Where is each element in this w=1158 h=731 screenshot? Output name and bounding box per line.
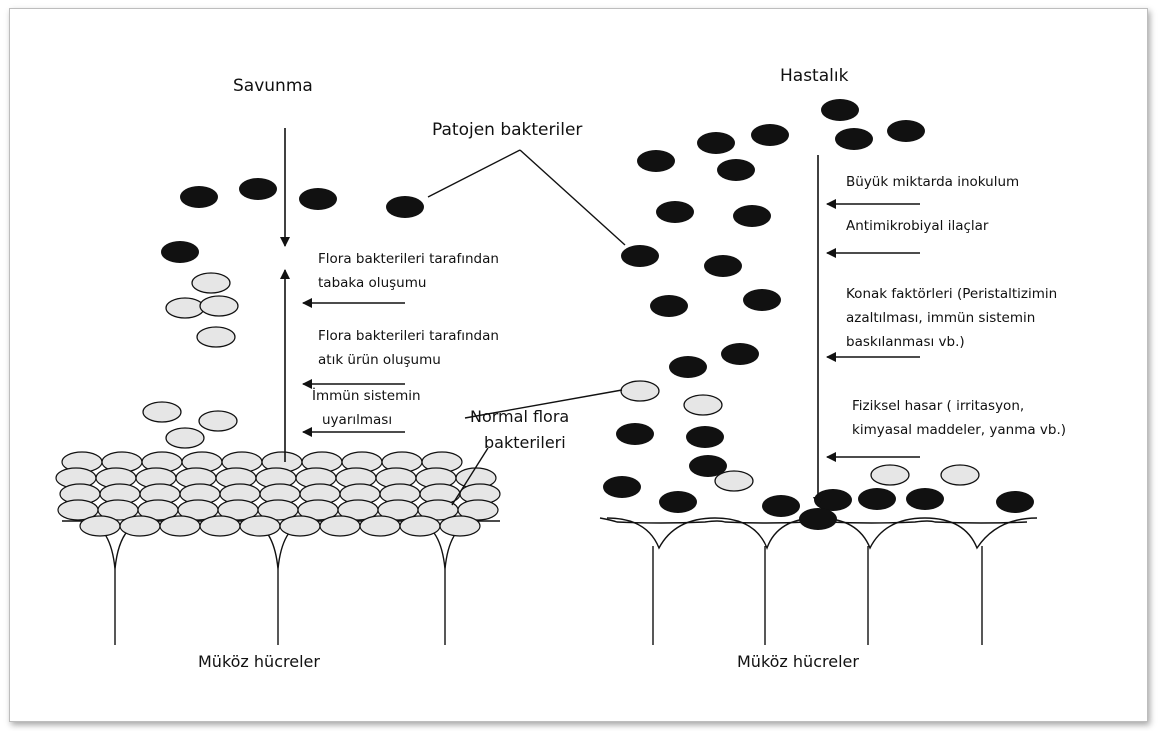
pathogen-bacterium	[659, 491, 697, 513]
normal-flora-bacterium	[871, 465, 909, 485]
normal-flora-bacterium	[199, 411, 237, 431]
pathogen-bacterium	[799, 508, 837, 530]
annotation-layer-line1: Flora bakterileri tarafından	[318, 247, 499, 271]
pathogen-bacterium	[656, 201, 694, 223]
pathogen-bacterium	[814, 489, 852, 511]
annotation-waste-line1: Flora bakterileri tarafından	[318, 324, 499, 348]
normal-flora-bacterium	[684, 395, 722, 415]
annotation-waste-product: Flora bakterileri tarafından atık ürün o…	[318, 324, 499, 372]
pathogen-bacterium	[835, 128, 873, 150]
pathogen-bacterium	[717, 159, 755, 181]
normal-flora-bacterium	[715, 471, 753, 491]
factor-inoculum: Büyük miktarda inokulum	[846, 170, 1019, 194]
pathogen-bacterium	[603, 476, 641, 498]
pathogen-bacterium	[721, 343, 759, 365]
pathogen-bacterium	[299, 188, 337, 210]
annotation-immune-stimulation: İmmün sistemin uyarılması	[312, 384, 421, 432]
normal-flora-bacterium	[143, 402, 181, 422]
annotation-layer-formation: Flora bakterileri tarafından tabaka oluş…	[318, 247, 499, 295]
flora-layer-bacterium	[440, 516, 480, 536]
normal-flora-label: Normal flora bakterileri	[470, 404, 569, 456]
pathogen-bacterium	[621, 245, 659, 267]
annotation-waste-line2: atık ürün oluşumu	[318, 348, 499, 372]
pathogen-bacterium	[161, 241, 199, 263]
flora-layer-bacterium	[360, 516, 400, 536]
normal-flora-line2: bakterileri	[470, 430, 569, 456]
pathogen-bacterium	[239, 178, 277, 200]
pathogen-bacterium	[906, 488, 944, 510]
factor-host: Konak faktörleri (Peristaltizimin azaltı…	[846, 282, 1057, 354]
pathogen-bacterium	[858, 488, 896, 510]
normal-flora-bacterium	[941, 465, 979, 485]
pathogen-bacterium	[669, 356, 707, 378]
normal-flora-bacterium	[197, 327, 235, 347]
annotation-immune-line2: uyarılması	[312, 408, 421, 432]
flora-layer-bacterium	[80, 516, 120, 536]
flora-layer-bacterium	[120, 516, 160, 536]
pathogen-bacterium	[762, 495, 800, 517]
normal-flora-bacterium	[621, 381, 659, 401]
flora-layer-bacterium	[400, 516, 440, 536]
factor-antimicrobials: Antimikrobiyal ilaçlar	[846, 214, 988, 238]
disease-title: Hastalık	[780, 66, 848, 86]
pathogen-bacterium	[996, 491, 1034, 513]
pathogen-bacterium	[180, 186, 218, 208]
right-mucosal-tissue	[600, 518, 1037, 645]
normal-flora-bacterium	[166, 298, 204, 318]
factor-physical-line1: Fiziksel hasar ( irritasyon,	[852, 394, 1066, 418]
factor-physical-damage: Fiziksel hasar ( irritasyon, kimyasal ma…	[852, 394, 1066, 442]
pathogen-bacterium	[743, 289, 781, 311]
factor-host-line3: baskılanması vb.)	[846, 330, 1057, 354]
pathogen-bacteria-label: Patojen bakteriler	[432, 120, 582, 140]
pathogen-bacterium	[386, 196, 424, 218]
flora-layer-bacterium	[160, 516, 200, 536]
pathogen-bacterium	[697, 132, 735, 154]
arrows-group	[285, 128, 920, 506]
pathogen-bacterium	[650, 295, 688, 317]
normal-flora-line1: Normal flora	[470, 404, 569, 430]
flora-layer-bacterium	[200, 516, 240, 536]
flora-layer-bacterium	[240, 516, 280, 536]
annotation-immune-line1: İmmün sistemin	[312, 384, 421, 408]
pathogen-bacterium	[733, 205, 771, 227]
flora-layer-bacterium	[280, 516, 320, 536]
pathogen-bacterium	[751, 124, 789, 146]
factor-physical-line2: kimyasal maddeler, yanma vb.)	[852, 418, 1066, 442]
pathogen-bacterium	[616, 423, 654, 445]
pathogen-bacterium	[686, 426, 724, 448]
pathogen-bacterium	[637, 150, 675, 172]
left-mucosal-cells-label: Müköz hücreler	[198, 652, 320, 671]
normal-flora-bacterium	[200, 296, 238, 316]
normal-flora-bacterium	[192, 273, 230, 293]
flora-layer-bacterium	[320, 516, 360, 536]
pathogen-bacterium	[887, 120, 925, 142]
pathogen-leader-line	[520, 150, 625, 245]
pathogen-leader-line	[428, 150, 520, 197]
factor-host-line2: azaltılması, immün sistemin	[846, 306, 1057, 330]
pathogen-bacterium	[704, 255, 742, 277]
annotation-layer-line2: tabaka oluşumu	[318, 271, 499, 295]
right-mucosal-cells-label: Müköz hücreler	[737, 652, 859, 671]
left-mucosal-tissue	[62, 521, 500, 645]
defense-title: Savunma	[233, 76, 313, 96]
normal-flora-bacterium	[166, 428, 204, 448]
factor-host-line1: Konak faktörleri (Peristaltizimin	[846, 282, 1057, 306]
pathogen-bacterium	[821, 99, 859, 121]
